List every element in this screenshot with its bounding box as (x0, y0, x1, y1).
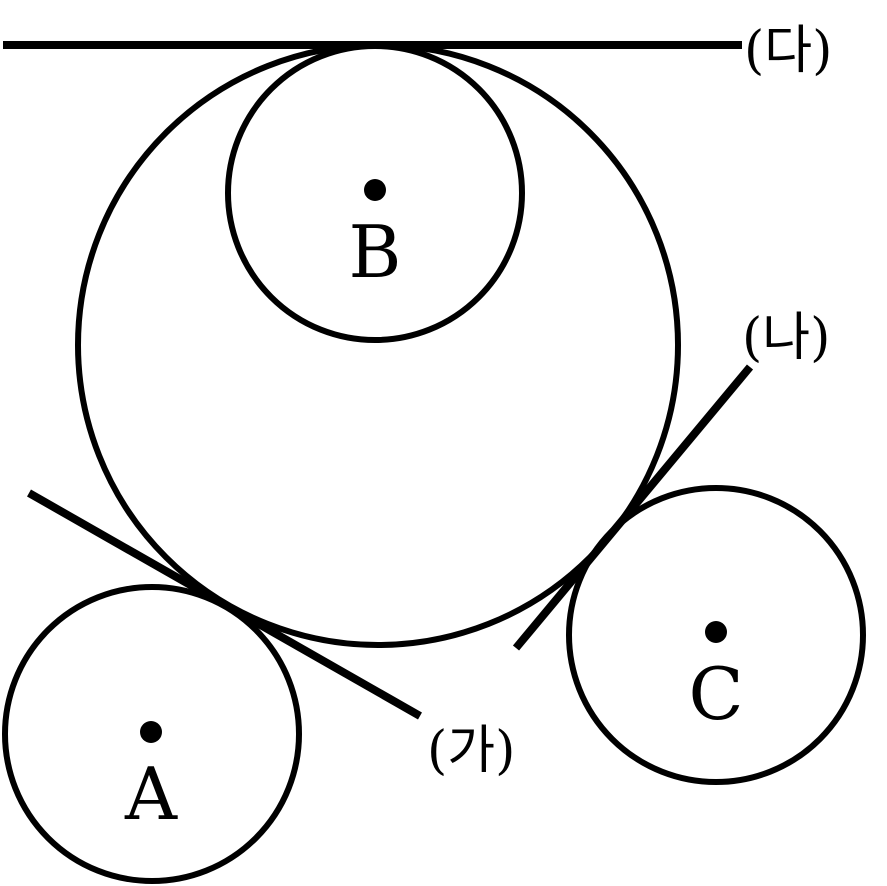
center-dot-b (364, 179, 386, 201)
circle-a (2, 584, 302, 884)
label-a: A (124, 752, 178, 836)
label-line-da: (다) (744, 21, 832, 81)
label-b: B (349, 210, 402, 294)
tangent-line-na (512, 364, 754, 651)
label-c: C (688, 652, 743, 736)
label-line-ga: (가) (427, 721, 515, 781)
large-circle (75, 42, 681, 648)
center-dot-a (140, 721, 162, 743)
tangent-line-ga (27, 489, 422, 720)
center-dot-c (705, 621, 727, 643)
circle-c (566, 485, 866, 785)
label-line-na: (나) (742, 308, 830, 368)
